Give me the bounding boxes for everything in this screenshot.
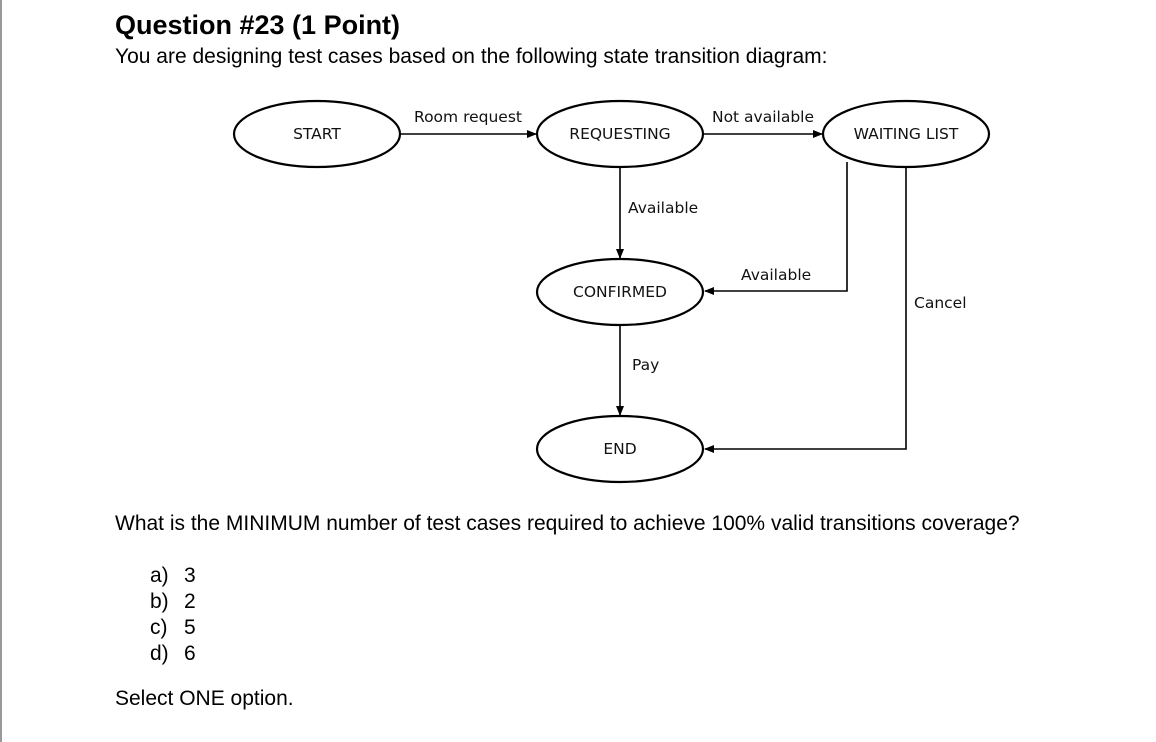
option-value: 6 bbox=[184, 642, 196, 665]
question-instruction: Select ONE option. bbox=[115, 687, 294, 710]
state-transition-diagram: START REQUESTING WAITING LIST CONFIRMED … bbox=[232, 99, 991, 484]
option-value: 5 bbox=[184, 616, 196, 639]
page-left-border bbox=[0, 0, 2, 742]
option-letter: d) bbox=[150, 642, 169, 665]
state-end bbox=[535, 414, 705, 484]
option-b[interactable]: b) 2 bbox=[150, 589, 196, 615]
transition-not-available-label: Not available bbox=[712, 108, 814, 126]
answer-options: a) 3 b) 2 c) 5 d) 6 bbox=[150, 563, 196, 667]
question-title: Question #23 (1 Point) bbox=[115, 10, 401, 40]
option-d[interactable]: d) 6 bbox=[150, 641, 196, 667]
option-letter: c) bbox=[150, 616, 168, 639]
option-value: 2 bbox=[184, 590, 196, 613]
transition-available-from-waiting bbox=[704, 162, 848, 295]
state-requesting-label: REQUESTING bbox=[569, 125, 670, 143]
state-waiting-list-label: WAITING LIST bbox=[854, 125, 959, 143]
option-letter: b) bbox=[150, 590, 169, 613]
transition-pay-label: Pay bbox=[632, 356, 659, 374]
question-intro: You are designing test cases based on th… bbox=[115, 45, 828, 68]
transition-room-request-label: Room request bbox=[414, 108, 522, 126]
transition-cancel-label: Cancel bbox=[914, 294, 967, 312]
option-c[interactable]: c) 5 bbox=[150, 615, 196, 641]
option-letter: a) bbox=[150, 564, 169, 587]
question-prompt: What is the MINIMUM number of test cases… bbox=[115, 512, 1020, 535]
option-value: 3 bbox=[184, 564, 196, 587]
state-confirmed-label: CONFIRMED bbox=[573, 283, 667, 301]
state-start-label: START bbox=[293, 125, 341, 143]
transition-available-from-waiting-label: Available bbox=[741, 266, 811, 284]
transition-available-from-requesting-label: Available bbox=[628, 199, 698, 217]
state-end-label: END bbox=[603, 440, 636, 458]
transition-cancel bbox=[704, 167, 907, 453]
option-a[interactable]: a) 3 bbox=[150, 563, 196, 589]
